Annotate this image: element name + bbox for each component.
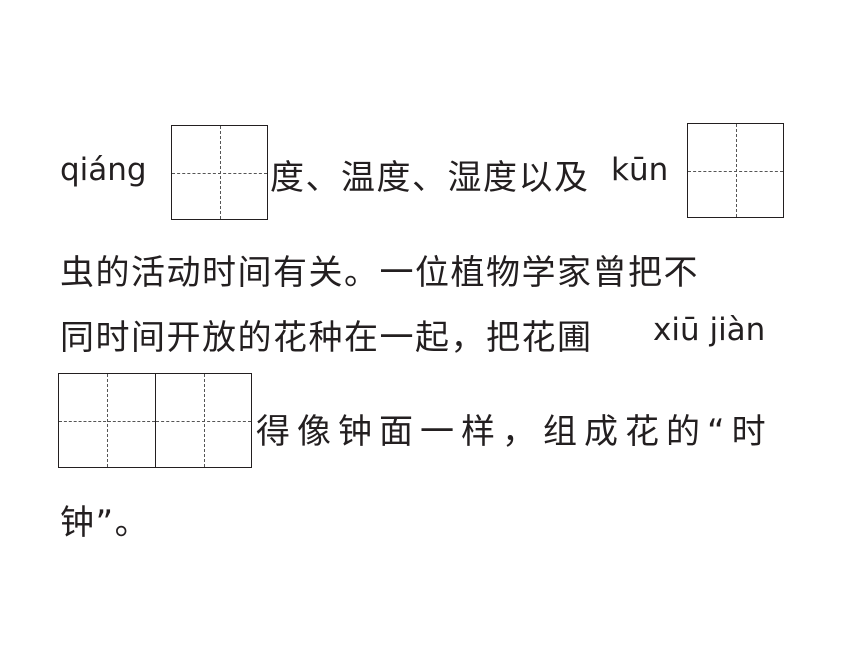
pinyin-qiang: qiáng <box>60 152 147 188</box>
writing-cell-1[interactable] <box>59 374 155 467</box>
sentence-line-3: 同时间开放的花种在一起，把花圃 <box>60 318 593 358</box>
writing-cell[interactable] <box>688 124 783 217</box>
guide-line-horizontal <box>59 420 155 422</box>
pinyin-kun: kūn <box>611 152 669 188</box>
sentence-line-4: 得像钟面一样，组成花的“时 <box>256 412 773 452</box>
sentence-line-5: 钟”。 <box>60 503 151 543</box>
sentence-part-1: 度、温度、湿度以及 <box>270 158 590 198</box>
writing-cell-2[interactable] <box>155 374 251 467</box>
guide-line-horizontal <box>172 172 267 174</box>
answer-box-xiu-jian[interactable] <box>58 373 252 468</box>
sentence-line-2: 虫的活动时间有关。一位植物学家曾把不 <box>60 253 699 293</box>
guide-line-horizontal <box>156 420 251 422</box>
writing-cell[interactable] <box>172 126 267 219</box>
answer-box-qiang[interactable] <box>171 125 268 220</box>
pinyin-xiu-jian: xiū jiàn <box>653 312 766 348</box>
guide-line-horizontal <box>688 170 783 172</box>
answer-box-kun[interactable] <box>687 123 784 218</box>
